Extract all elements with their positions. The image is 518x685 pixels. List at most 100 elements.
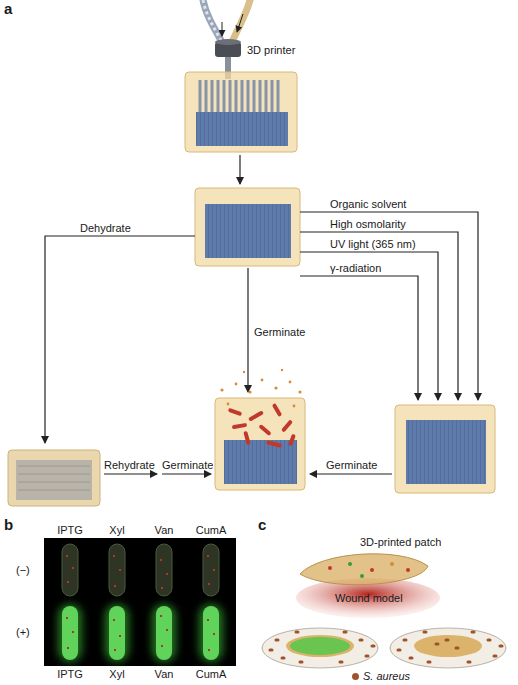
arrow-label: Dehydrate <box>80 222 131 235</box>
legend-entry: S. aureus <box>352 670 410 683</box>
gel-outer <box>185 72 297 152</box>
printed-rod <box>156 544 172 596</box>
cell <box>348 562 352 566</box>
flow-arrow <box>300 232 458 400</box>
wound-box: Wound model <box>335 592 403 605</box>
rod-cell <box>258 424 271 436</box>
gel-core <box>16 460 92 500</box>
spore <box>293 405 296 408</box>
rod-glow <box>105 604 129 662</box>
treated-block <box>395 405 495 493</box>
rod-cell <box>232 423 247 430</box>
feed-arrow <box>237 14 243 32</box>
rod-cell <box>266 440 282 448</box>
flow-arrow <box>239 155 240 184</box>
arrow-label: Rehydrate <box>104 459 155 472</box>
condition-label: (+) <box>16 626 30 639</box>
dish <box>262 628 378 668</box>
treatment-label: γ-radiation <box>330 262 381 275</box>
spore <box>227 403 230 406</box>
spore <box>298 390 301 393</box>
germinated-block <box>215 369 305 490</box>
rod-cell <box>288 434 296 447</box>
spores <box>220 369 301 408</box>
spore <box>235 383 238 386</box>
spore <box>248 390 251 393</box>
inducer-label: Xyl <box>109 524 124 537</box>
rod-cell <box>228 408 243 417</box>
panel-letter: a <box>4 2 12 15</box>
gel-core <box>406 420 486 484</box>
inducer-label: IPTG <box>57 524 83 537</box>
green-zone <box>290 637 350 655</box>
micrograph-background <box>44 538 236 666</box>
patch-cells <box>328 562 410 578</box>
printed-rod <box>62 544 78 596</box>
rod-glow <box>58 604 82 662</box>
cell <box>370 568 374 572</box>
node-text: 3D printer <box>247 44 295 57</box>
bacteria <box>228 403 296 448</box>
panel-letter: c <box>258 518 266 531</box>
arrow-label: Germinate <box>326 459 377 472</box>
red-speckles <box>66 616 215 650</box>
petri-dish <box>262 628 378 668</box>
gel-base <box>196 112 288 146</box>
gel-outer <box>215 398 305 490</box>
treatment-label: High osmolarity <box>330 218 406 231</box>
gel-outer <box>195 188 300 266</box>
gel-block <box>195 188 300 266</box>
arrow-label: Germinate <box>254 326 305 339</box>
printed-rod <box>62 606 78 660</box>
treatment-label: UV light (365 nm) <box>330 238 416 251</box>
gel-core <box>224 440 297 484</box>
nozzle-top <box>215 39 241 45</box>
feed-arrow <box>222 22 223 36</box>
bead-tube <box>203 0 222 42</box>
printer <box>203 0 250 79</box>
patch-on-dish <box>286 635 354 657</box>
inducer-label: CumA <box>196 524 227 537</box>
dried-texture <box>18 466 90 490</box>
panel-letter: b <box>4 518 13 531</box>
flow-arrow <box>310 473 392 474</box>
spore <box>274 386 277 389</box>
dried-block <box>8 450 100 506</box>
flow-arrow <box>104 473 157 474</box>
node-text: Wound model <box>335 592 403 605</box>
printed-rod <box>203 544 219 596</box>
flow-arrow <box>247 268 248 392</box>
rod-cell <box>281 419 293 432</box>
red-speckles <box>66 556 215 588</box>
rods-induced <box>58 604 223 662</box>
cell <box>328 566 332 570</box>
flow-arrow <box>300 276 418 400</box>
cell <box>360 574 364 578</box>
node-text: 3D-printed patch <box>360 536 441 549</box>
dish <box>390 628 506 668</box>
rod-cell <box>248 410 264 421</box>
petri-dish <box>390 628 506 668</box>
patch-on-dish <box>414 635 482 657</box>
inducer-label: CumA <box>196 668 227 681</box>
rod-glow <box>152 604 176 662</box>
printed-rod <box>156 606 172 660</box>
flow-arrow <box>45 236 195 443</box>
rod-cell <box>243 431 250 446</box>
bead-tube-beads <box>203 0 222 42</box>
rod-cell <box>272 403 282 417</box>
rod-glow <box>199 604 223 662</box>
printed-fins <box>200 80 278 112</box>
inducer-label: Xyl <box>109 668 124 681</box>
gel-outer <box>8 450 100 506</box>
patch-shape <box>300 554 428 585</box>
printed-rod <box>109 544 125 596</box>
cell <box>406 568 410 572</box>
s-aureus-colonies <box>270 632 374 662</box>
s-aureus-colonies <box>398 632 502 662</box>
legend-text: S. aureus <box>363 670 410 683</box>
spore <box>289 381 292 384</box>
spore <box>261 379 264 382</box>
treatment-label: Organic solvent <box>330 198 406 211</box>
